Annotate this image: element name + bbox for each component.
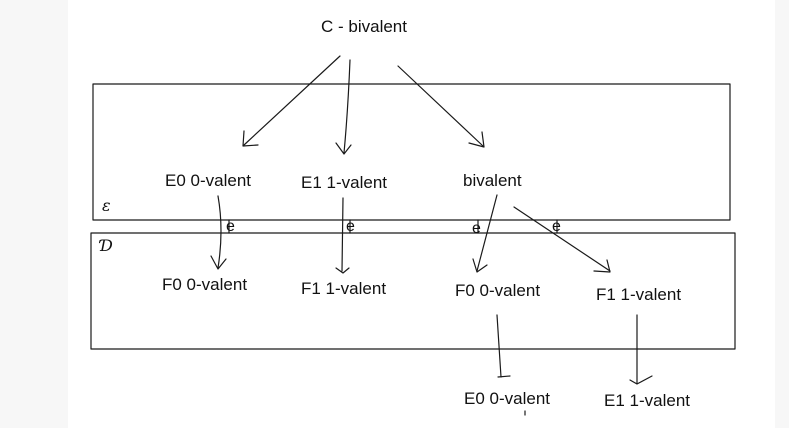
arrow-f0-to-e0-bottom (496, 314, 511, 378)
box-d-label: Ɗ (98, 236, 113, 255)
edge-label-2: e (472, 220, 481, 237)
arrow-e0-to-f0 (210, 195, 227, 270)
node-f0-left: F0 0-valent (162, 275, 247, 294)
node-bivalent: bivalent (463, 171, 522, 190)
box-d (90, 232, 736, 350)
edge-label-0: e (226, 218, 235, 235)
node-f1-right: F1 1-valent (596, 285, 681, 304)
arrow-bivalent-to-f1 (513, 206, 611, 273)
node-f1-left: F1 1-valent (301, 279, 386, 298)
edge-label-1: e (346, 218, 355, 235)
node-f0-right: F0 0-valent (455, 281, 540, 300)
root-node-label: C - bivalent (321, 17, 407, 36)
node-e1-bottom: E1 1-valent (604, 391, 690, 410)
arrow-f1-to-e1-bottom (629, 314, 653, 385)
node-e1: E1 1-valent (301, 173, 387, 192)
arrow-e1-to-f1 (335, 197, 350, 274)
arrow-root-to-bivalent (397, 65, 485, 148)
arrow-root-to-e1 (335, 59, 352, 155)
left-margin-panel (0, 0, 68, 428)
edge-label-3: e (552, 218, 561, 235)
box-e-label: ε (102, 196, 111, 215)
node-e0-bottom: E0 0-valent (464, 389, 550, 408)
arrow-root-to-e0 (242, 55, 341, 147)
arrow-bivalent-to-f0 (472, 194, 498, 273)
right-margin-panel (775, 0, 789, 428)
box-e (92, 83, 731, 221)
node-e0: E0 0-valent (165, 171, 251, 190)
